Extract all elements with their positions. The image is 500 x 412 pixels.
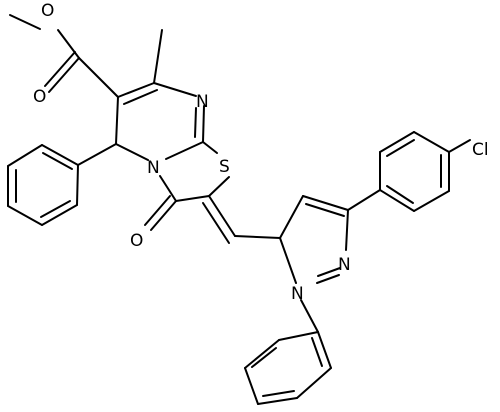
atom-label-junction-nitrogen: N <box>147 158 160 178</box>
atom-label-ketone-oxygen: O <box>130 231 143 251</box>
atom-label-sulfur: S <box>219 157 230 177</box>
atom-label-pyrazole-n2: N <box>338 255 351 275</box>
atom-label-pyrimidine-nitrogen: N <box>196 92 209 112</box>
atom-label-ester-carbonyl-oxygen: O <box>33 87 46 107</box>
atom-label-chlorine: Cl <box>472 140 489 160</box>
bond-lines <box>7 14 471 405</box>
atom-label-ester-oxygen: O <box>41 1 54 21</box>
atom-label-pyrazole-n1: N <box>291 284 304 304</box>
